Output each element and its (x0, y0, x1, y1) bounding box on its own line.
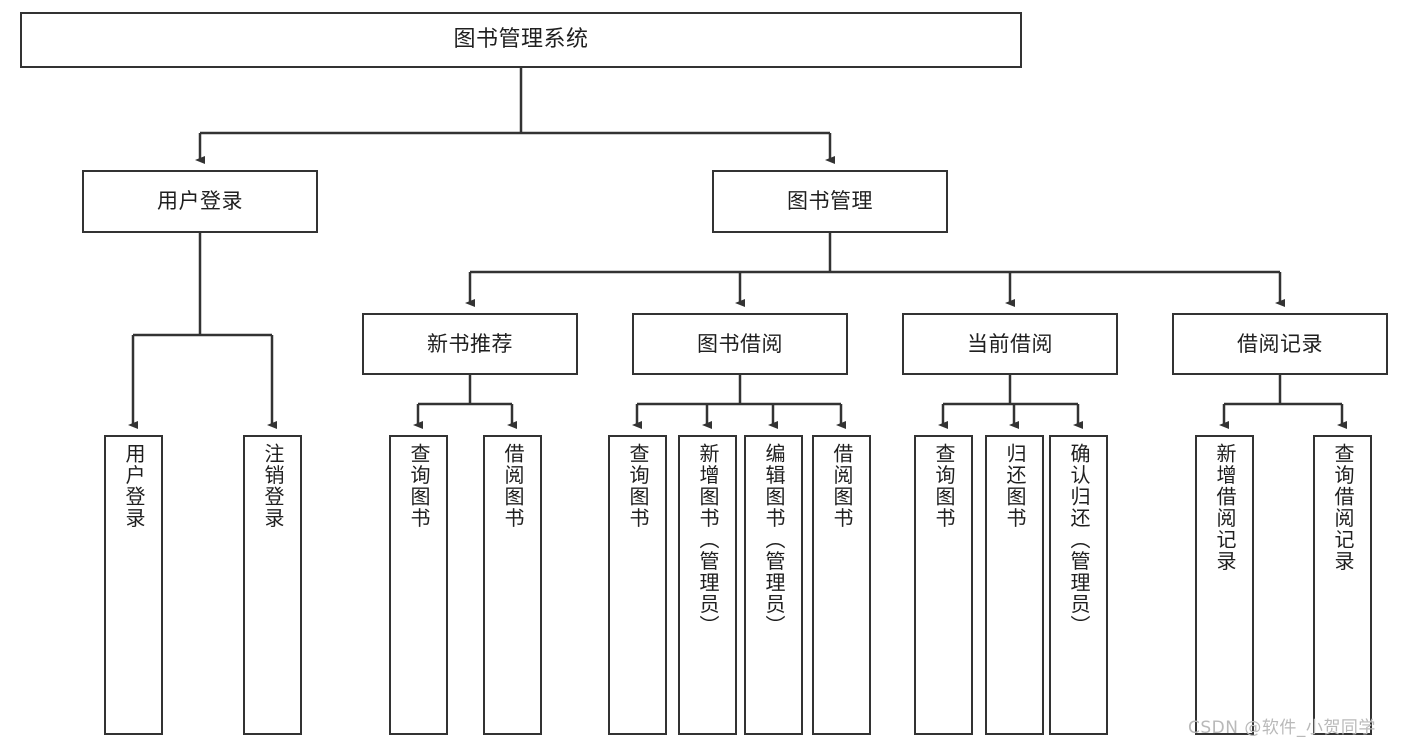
leaf-current-borrow-query[interactable]: 查询图书 (914, 435, 973, 735)
node-borrow-record[interactable]: 借阅记录 (1172, 313, 1388, 375)
watermark: CSDN @软件_小贺同学 (1188, 718, 1376, 738)
leaf-book-borrow-borrow[interactable]: 借阅图书 (812, 435, 871, 735)
leaf-current-borrow-confirm-return[interactable]: 确认归还（管理员） (1049, 435, 1108, 735)
leaf-borrow-record-add[interactable]: 新增借阅记录 (1195, 435, 1254, 735)
node-label: 新增图书（管理员） (696, 443, 720, 637)
node-label: 查询图书 (626, 443, 650, 529)
leaf-user-login-logout[interactable]: 注销登录 (243, 435, 302, 735)
node-label: 查询图书 (932, 443, 956, 529)
leaf-book-borrow-add[interactable]: 新增图书（管理员） (678, 435, 737, 735)
node-book-borrow[interactable]: 图书借阅 (632, 313, 848, 375)
node-label: 查询图书 (407, 443, 431, 529)
node-label: 用户登录 (157, 189, 243, 214)
node-root-system[interactable]: 图书管理系统 (20, 12, 1022, 68)
node-label: 借阅图书 (830, 443, 854, 529)
node-label: 编辑图书（管理员） (762, 443, 786, 637)
node-label: 新书推荐 (427, 331, 513, 356)
node-label: 查询借阅记录 (1331, 443, 1355, 572)
node-label: 归还图书 (1003, 443, 1027, 529)
node-label: 图书借阅 (697, 331, 783, 356)
node-label: 用户登录 (122, 443, 146, 529)
node-new-book-recommend[interactable]: 新书推荐 (362, 313, 578, 375)
node-label: 借阅图书 (501, 443, 525, 529)
node-label: 新增借阅记录 (1213, 443, 1237, 572)
node-label: 图书管理 (787, 189, 873, 214)
leaf-book-borrow-edit[interactable]: 编辑图书（管理员） (744, 435, 803, 735)
leaf-current-borrow-return[interactable]: 归还图书 (985, 435, 1044, 735)
node-label: 图书管理系统 (453, 27, 589, 53)
node-user-login[interactable]: 用户登录 (82, 170, 318, 233)
node-current-borrow[interactable]: 当前借阅 (902, 313, 1118, 375)
node-label: 当前借阅 (967, 331, 1053, 356)
node-label: 确认归还（管理员） (1067, 443, 1091, 637)
node-book-management[interactable]: 图书管理 (712, 170, 948, 233)
leaf-new-book-borrow[interactable]: 借阅图书 (483, 435, 542, 735)
leaf-user-login-login[interactable]: 用户登录 (104, 435, 163, 735)
node-label: 注销登录 (261, 443, 285, 529)
leaf-book-borrow-query[interactable]: 查询图书 (608, 435, 667, 735)
leaf-borrow-record-query[interactable]: 查询借阅记录 (1313, 435, 1372, 735)
node-label: 借阅记录 (1237, 331, 1323, 356)
leaf-new-book-query[interactable]: 查询图书 (389, 435, 448, 735)
